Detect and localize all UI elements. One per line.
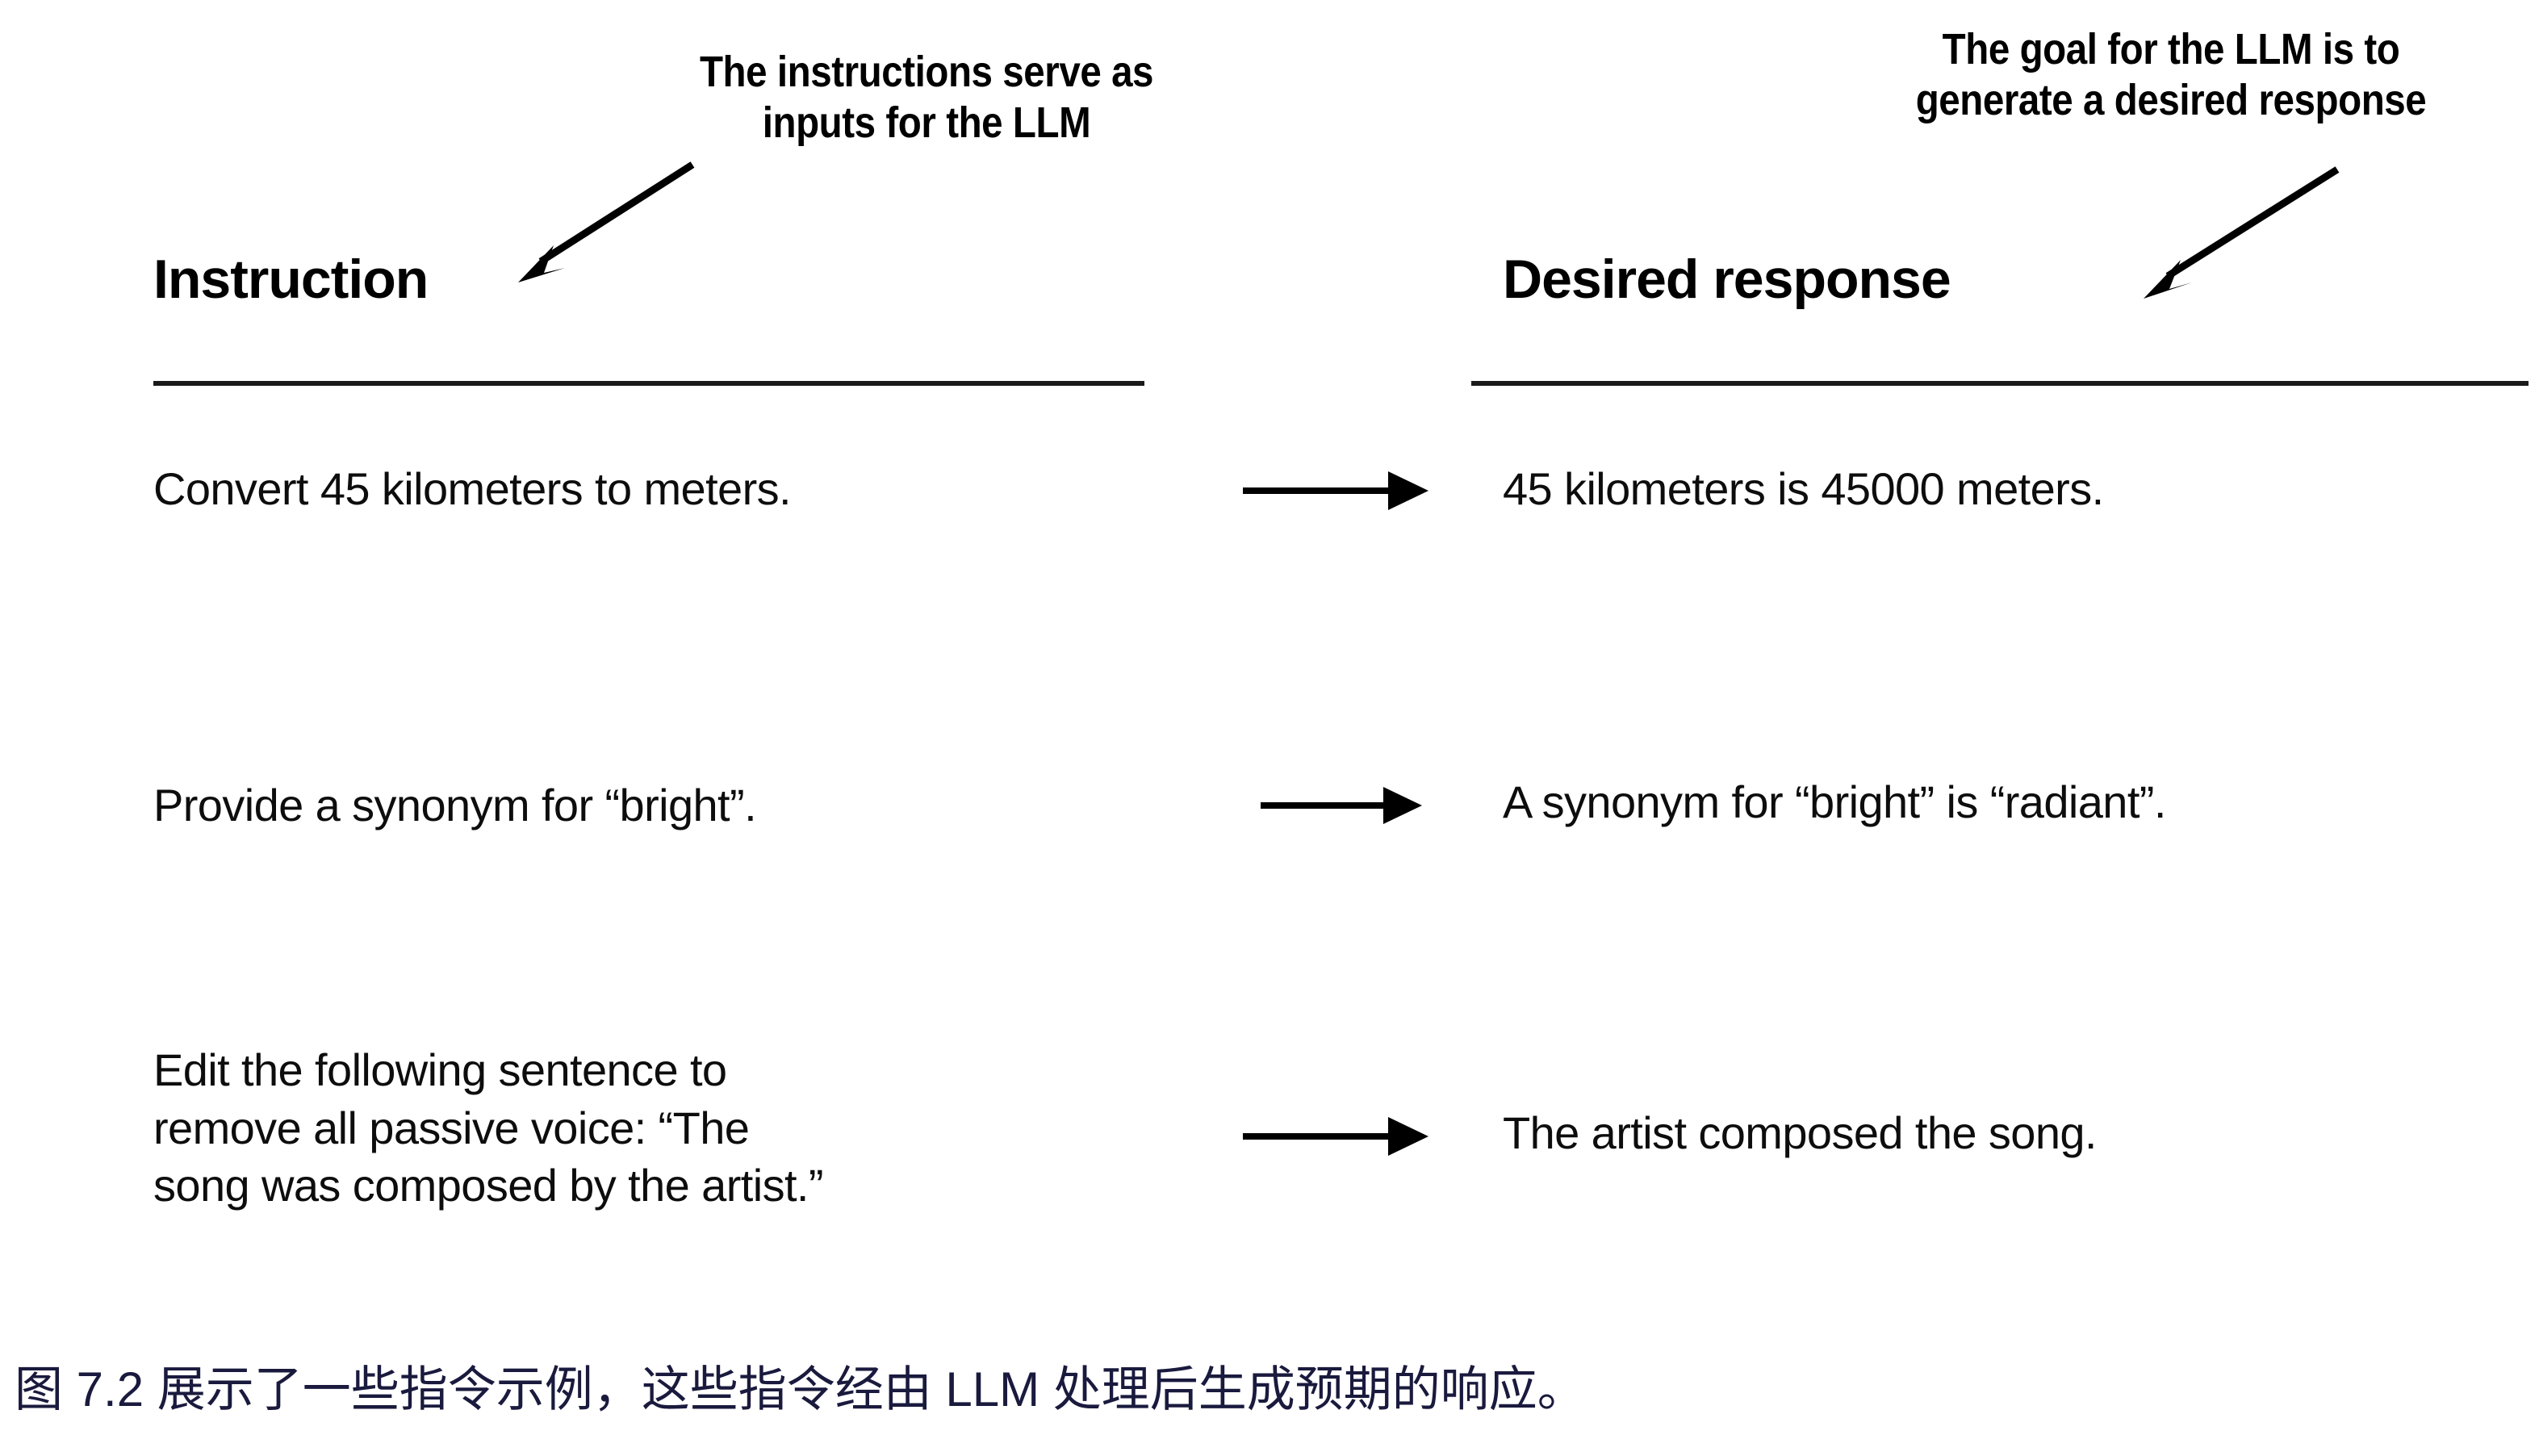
arrow-right-icon [1243, 471, 1428, 510]
column-header-desired-response: Desired response [1503, 249, 1951, 310]
arrow-down-left-icon [518, 161, 695, 282]
column-header-instruction: Instruction [153, 249, 429, 310]
header-divider-right [1471, 381, 2529, 386]
instruction-cell: Edit the following sentence to remove al… [153, 1044, 824, 1211]
arrow-down-left-icon [2144, 166, 2340, 299]
arrow-right-icon [1243, 1117, 1428, 1156]
arrow-right-icon [1261, 787, 1422, 824]
response-cell: 45 kilometers is 45000 meters. [1503, 463, 2104, 514]
instruction-cell: Convert 45 kilometers to meters. [153, 463, 792, 514]
annotation-left-text: The instructions serve as inputs for the… [699, 48, 1154, 147]
response-cell: The artist composed the song. [1503, 1107, 2098, 1158]
response-cell: A synonym for “bright” is “radiant”. [1503, 776, 2166, 827]
instruction-cell: Provide a synonym for “bright”. [153, 780, 757, 831]
annotation-right-text: The goal for the LLM is to generate a de… [1915, 25, 2427, 124]
header-divider-left [153, 381, 1144, 386]
figure-caption: 图 7.2 展示了一些指令示例，这些指令经由 LLM 处理后生成预期的响应。 [15, 1362, 1586, 1416]
